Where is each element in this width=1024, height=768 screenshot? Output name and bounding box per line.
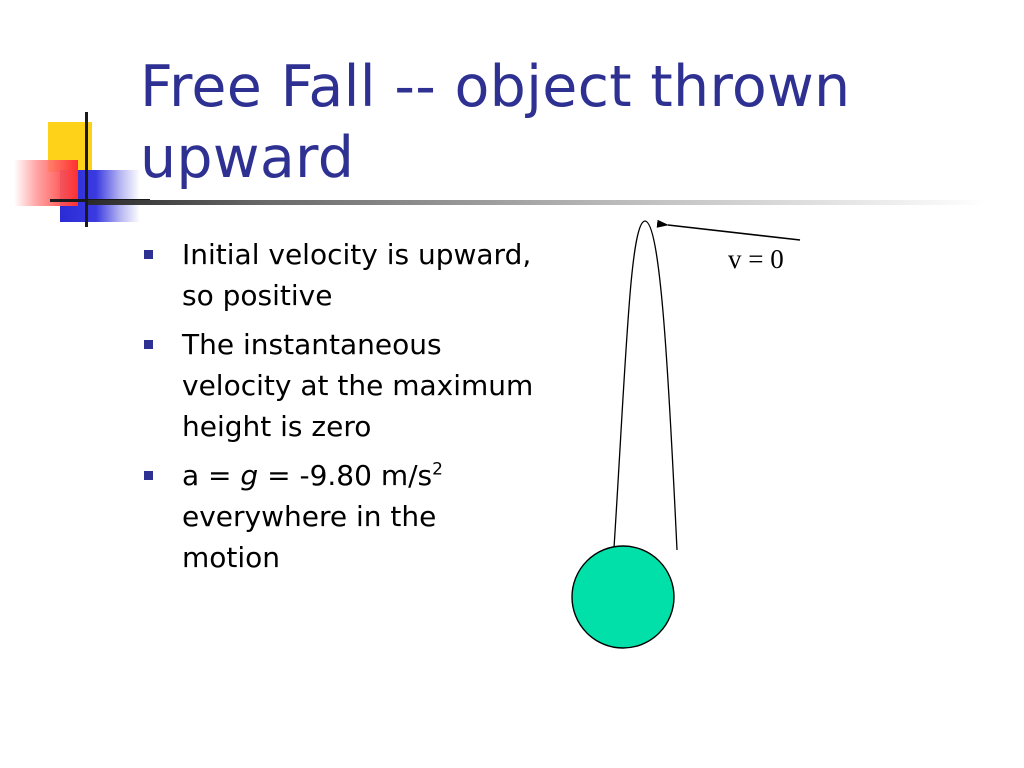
ball-circle — [571, 545, 675, 649]
velocity-label: v = 0 — [728, 244, 784, 274]
bullet-list: Initial velocity is upward, so positive … — [142, 234, 542, 586]
title-divider — [88, 200, 988, 205]
bullet-text-middle: = -9.80 m/s — [258, 459, 433, 492]
bullet-text: Initial velocity is upward, so positive — [182, 238, 532, 312]
bullet-text-suffix: everywhere in the motion — [182, 500, 437, 574]
trajectory-path — [613, 220, 678, 551]
bullet-item: The instantaneous velocity at the maximu… — [142, 324, 542, 447]
slide-title: Free Fall -- object thrown upward — [140, 54, 851, 191]
exponent: 2 — [432, 459, 443, 480]
bullet-text: The instantaneous velocity at the maximu… — [182, 328, 534, 443]
bullet-text-prefix: a = — [182, 459, 241, 492]
bullet-item: Initial velocity is upward, so positive — [142, 234, 542, 316]
bullet-item: a = g = -9.80 m/s2 everywhere in the mot… — [142, 455, 542, 578]
gravity-symbol: g — [240, 459, 259, 492]
logo-vertical-line — [85, 112, 88, 227]
square-bullet-icon — [144, 340, 153, 349]
bullet-text: a = g = -9.80 m/s2 everywhere in the mot… — [182, 459, 443, 574]
square-bullet-icon — [144, 471, 153, 480]
square-bullet-icon — [144, 250, 153, 259]
apex-arrow — [656, 219, 801, 241]
logo-red-square — [14, 160, 78, 206]
